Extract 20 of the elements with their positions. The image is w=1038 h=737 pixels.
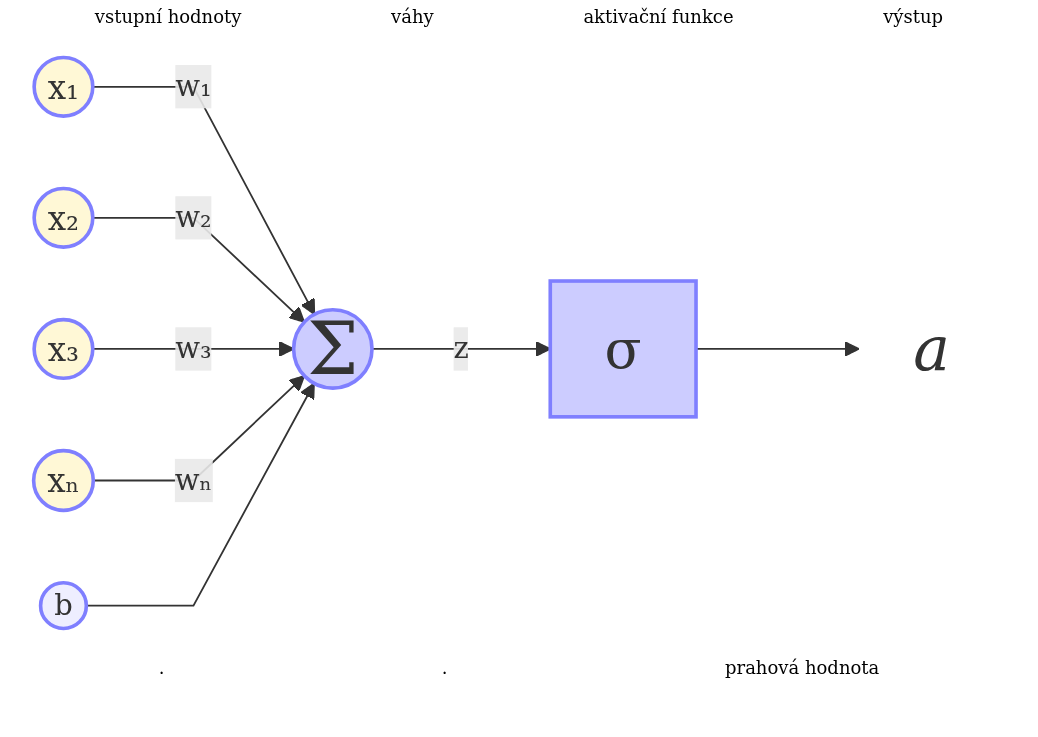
node-box: σ bbox=[548, 279, 698, 419]
node-text: a bbox=[913, 311, 951, 385]
annotation-text: vstupní hodnoty bbox=[94, 6, 242, 27]
ellipsis-dot: . bbox=[158, 657, 165, 678]
annotation-text: prahová hodnota bbox=[725, 657, 880, 678]
node-circle: x₁ bbox=[32, 55, 95, 118]
annotation-text: váhy bbox=[391, 6, 434, 27]
node-circle: xₙ bbox=[31, 448, 96, 513]
edge-label: w₁ bbox=[175, 68, 212, 104]
annotation-text: výstup bbox=[883, 6, 944, 27]
node-circle: x₃ bbox=[32, 317, 95, 381]
node-circle: b bbox=[38, 581, 89, 631]
ellipsis-dot: . bbox=[441, 657, 448, 678]
edge-label: w₃ bbox=[175, 330, 212, 366]
edge-label: w₂ bbox=[175, 199, 212, 235]
annotation-text: aktivační funkce bbox=[583, 6, 734, 27]
edge-label: z bbox=[453, 330, 469, 366]
edge-label: wₙ bbox=[174, 462, 213, 497]
node-circle: x₂ bbox=[32, 186, 95, 249]
node-circle: Σ bbox=[291, 307, 374, 390]
